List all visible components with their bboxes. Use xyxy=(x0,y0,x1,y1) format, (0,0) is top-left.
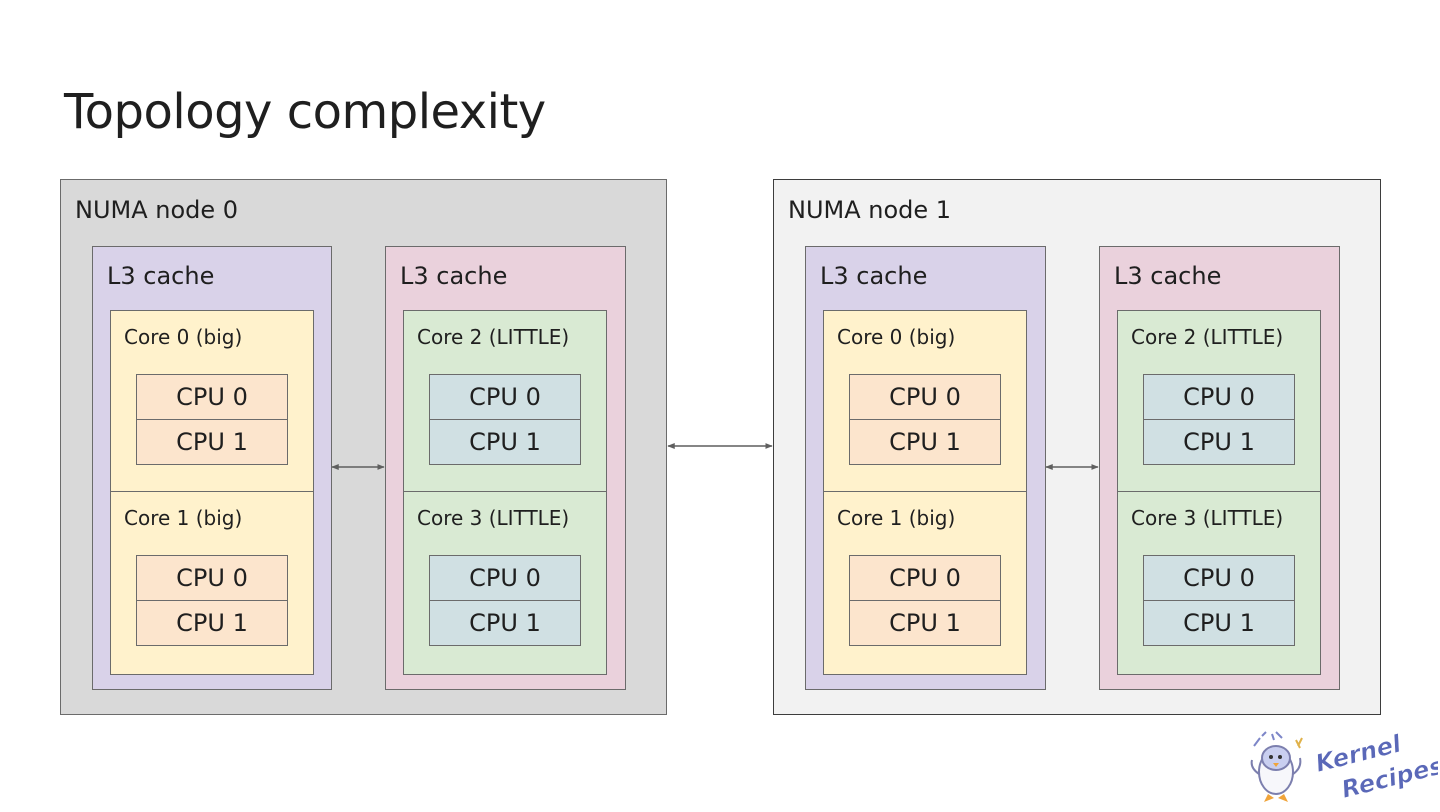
core-label: Core 3 (LITTLE) xyxy=(1131,506,1284,530)
core-label: Core 0 (big) xyxy=(837,325,956,349)
core-box: Core 1 (big) CPU 0 CPU 1 xyxy=(823,491,1027,675)
l3-cache-label: L3 cache xyxy=(820,262,928,290)
core-box: Core 0 (big) CPU 0 CPU 1 xyxy=(823,310,1027,493)
core-label: Core 3 (LITTLE) xyxy=(417,506,570,530)
numa-node-label: NUMA node 1 xyxy=(788,196,952,224)
cpu-box: CPU 0 xyxy=(136,555,288,601)
cpu-box: CPU 1 xyxy=(1143,600,1295,646)
cpu-box: CPU 1 xyxy=(849,419,1001,465)
numa-node-0: NUMA node 0 L3 cache Core 0 (big) CPU 0 … xyxy=(60,179,667,715)
kernel-recipes-logo: Kernel Recipes xyxy=(1246,728,1440,808)
core-label: Core 2 (LITTLE) xyxy=(417,325,570,349)
cpu-box: CPU 1 xyxy=(429,600,581,646)
core-label: Core 1 (big) xyxy=(837,506,956,530)
cpu-box: CPU 1 xyxy=(1143,419,1295,465)
l3-cache-label: L3 cache xyxy=(107,262,215,290)
core-box: Core 2 (LITTLE) CPU 0 CPU 1 xyxy=(1117,310,1321,493)
l3-cache-label: L3 cache xyxy=(1114,262,1222,290)
l3-cache-big: L3 cache Core 0 (big) CPU 0 CPU 1 Core 1… xyxy=(92,246,332,690)
core-box: Core 1 (big) CPU 0 CPU 1 xyxy=(110,491,314,675)
core-box: Core 2 (LITTLE) CPU 0 CPU 1 xyxy=(403,310,607,493)
cpu-box: CPU 1 xyxy=(136,600,288,646)
cpu-box: CPU 0 xyxy=(849,374,1001,420)
l3-cache-label: L3 cache xyxy=(400,262,508,290)
slide-title: Topology complexity xyxy=(64,84,546,140)
numa-node-1: NUMA node 1 L3 cache Core 0 (big) CPU 0 … xyxy=(773,179,1381,715)
cpu-box: CPU 1 xyxy=(849,600,1001,646)
cpu-box: CPU 0 xyxy=(429,555,581,601)
l3-cache-big: L3 cache Core 0 (big) CPU 0 CPU 1 Core 1… xyxy=(805,246,1046,690)
cpu-box: CPU 0 xyxy=(136,374,288,420)
cpu-box: CPU 0 xyxy=(1143,374,1295,420)
core-label: Core 2 (LITTLE) xyxy=(1131,325,1284,349)
core-label: Core 0 (big) xyxy=(124,325,243,349)
cpu-box: CPU 0 xyxy=(849,555,1001,601)
cpu-box: CPU 0 xyxy=(429,374,581,420)
penguin-mascot-icon xyxy=(1250,731,1303,802)
l3-cache-little: L3 cache Core 2 (LITTLE) CPU 0 CPU 1 Cor… xyxy=(385,246,626,690)
core-label: Core 1 (big) xyxy=(124,506,243,530)
core-box: Core 3 (LITTLE) CPU 0 CPU 1 xyxy=(403,491,607,675)
cpu-box: CPU 1 xyxy=(429,419,581,465)
cpu-box: CPU 1 xyxy=(136,419,288,465)
core-box: Core 3 (LITTLE) CPU 0 CPU 1 xyxy=(1117,491,1321,675)
l3-cache-little: L3 cache Core 2 (LITTLE) CPU 0 CPU 1 Cor… xyxy=(1099,246,1340,690)
cpu-box: CPU 0 xyxy=(1143,555,1295,601)
core-box: Core 0 (big) CPU 0 CPU 1 xyxy=(110,310,314,493)
numa-node-label: NUMA node 0 xyxy=(75,196,239,224)
